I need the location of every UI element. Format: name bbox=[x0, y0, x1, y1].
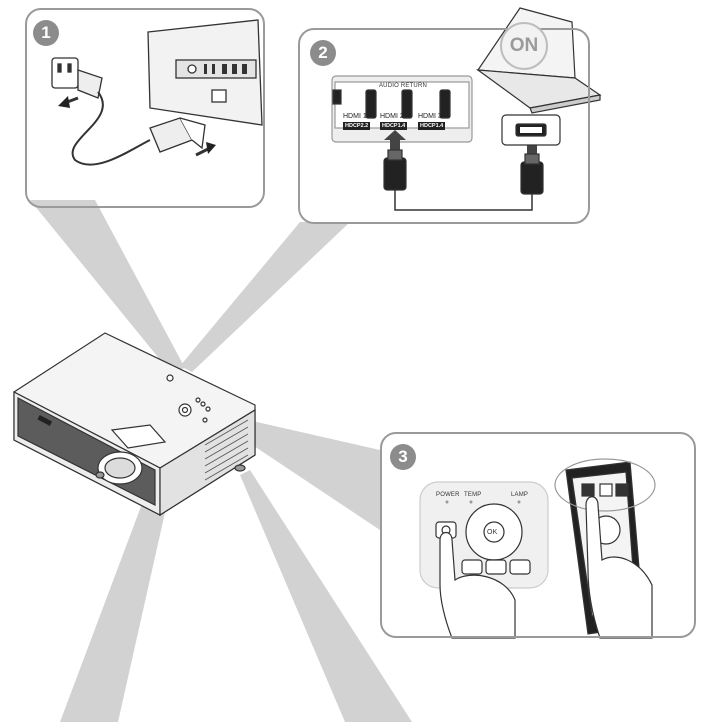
hdmi1-label: HDMI 1 bbox=[343, 113, 367, 120]
temp-label: TEMP bbox=[464, 492, 482, 498]
power-on-badge: ON bbox=[500, 22, 548, 70]
step-1-artwork bbox=[51, 19, 263, 166]
beam-to-step-1 bbox=[30, 200, 185, 372]
projector-icon bbox=[13, 332, 256, 517]
step-3-panel bbox=[380, 432, 696, 638]
lamp-label: LAMP bbox=[511, 492, 529, 498]
hdmi3-label: HDMI 3 bbox=[418, 113, 442, 120]
hdcp1-tag: HDCP2.2 bbox=[343, 122, 371, 130]
power-label: POWER bbox=[436, 492, 460, 498]
plug-icon bbox=[51, 57, 103, 99]
beam-to-step-2 bbox=[180, 222, 350, 372]
step-2-badge: 2 bbox=[310, 40, 336, 66]
hdcp3-tag: HDCP1.4 bbox=[418, 122, 446, 130]
ok-label: OK bbox=[487, 529, 498, 536]
step-1-panel bbox=[25, 8, 265, 208]
step-3-artwork bbox=[419, 458, 656, 639]
step-2-panel bbox=[298, 28, 590, 224]
hdmi-cable-icon bbox=[383, 149, 544, 211]
audio-return-label: AUDIO RETURN bbox=[378, 83, 428, 89]
power-cord-icon bbox=[71, 91, 151, 166]
beam-down-right bbox=[240, 470, 412, 722]
remote-control-icon bbox=[554, 458, 656, 639]
finger-icon bbox=[439, 531, 516, 639]
hdcp2-tag: HDCP1.4 bbox=[380, 122, 408, 130]
hdmi2-label: HDMI 2 bbox=[380, 113, 404, 120]
beam-to-step-3 bbox=[245, 420, 380, 530]
step-1-badge: 1 bbox=[33, 20, 59, 46]
step-3-badge: 3 bbox=[390, 444, 416, 470]
